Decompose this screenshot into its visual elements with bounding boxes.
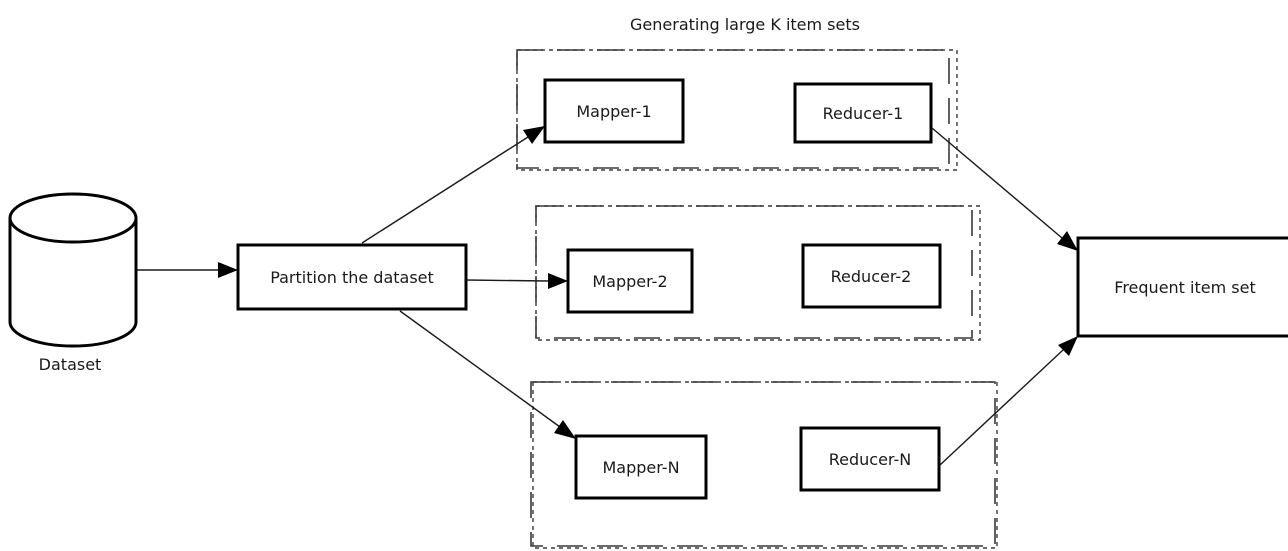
partition-box	[236, 243, 468, 311]
edge-dataset-to-partition	[137, 262, 238, 278]
reducer-2-box	[801, 243, 942, 309]
reducer-2-label: Reducer-2	[831, 267, 912, 286]
frequent-itemset-label: Frequent item set	[1114, 278, 1255, 297]
edge-reducer-1-to-output	[931, 127, 1078, 251]
frequent-itemset-box	[1076, 236, 1288, 338]
group-container-2	[535, 205, 981, 341]
reducer-1-label: Reducer-1	[823, 104, 904, 123]
group-container-1	[516, 49, 958, 171]
mapper-1-label: Mapper-1	[576, 102, 651, 121]
reducer-1-box	[793, 82, 933, 144]
group-container-3	[530, 381, 998, 549]
mapper-n-box	[574, 434, 708, 500]
dataset-label: Dataset	[39, 355, 102, 374]
edge-partition-to-mapper-1	[361, 126, 545, 244]
partition-label: Partition the dataset	[270, 268, 434, 287]
dataset-cylinder	[8, 192, 138, 348]
mapper-n-label: Mapper-N	[602, 458, 679, 477]
edge-partition-to-mapper-n	[399, 310, 576, 439]
mapper-2-box	[566, 248, 694, 314]
reducer-n-label: Reducer-N	[829, 450, 911, 469]
reducer-n-box	[799, 426, 941, 492]
diagram-title: Generating large K item sets	[630, 15, 860, 34]
edge-partition-to-mapper-2	[465, 273, 568, 289]
mapper-1-box	[543, 78, 685, 144]
edge-reducer-n-to-output	[939, 336, 1078, 466]
mapper-2-label: Mapper-2	[592, 272, 667, 291]
